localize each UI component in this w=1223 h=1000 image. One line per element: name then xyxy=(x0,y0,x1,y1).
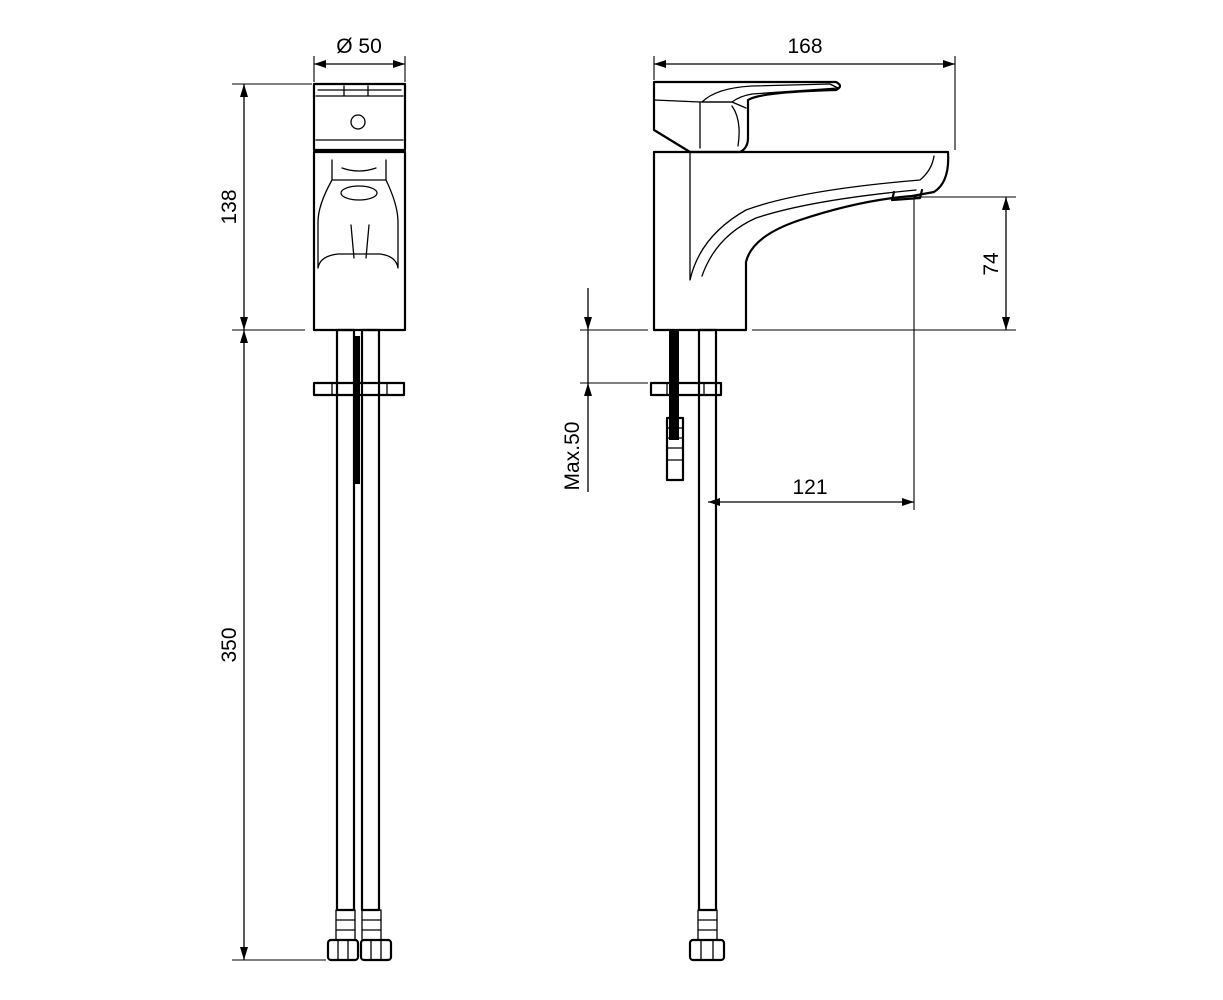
threaded-rod xyxy=(669,330,679,440)
side-view xyxy=(649,80,950,962)
dim-height-hoses: 350 xyxy=(218,627,241,662)
side-hose-nut xyxy=(688,938,726,962)
dim-max-counter: Max.50 xyxy=(561,422,584,491)
front-body xyxy=(312,150,407,332)
front-hose-nut-right xyxy=(359,938,393,962)
side-hose xyxy=(697,328,718,912)
front-hose-nut-left xyxy=(326,938,360,962)
side-body xyxy=(652,150,950,332)
dim-spout-height: 74 xyxy=(980,252,1003,276)
front-hose-right xyxy=(360,328,381,912)
indicator-dot xyxy=(350,114,366,130)
front-dimensions: Ø 50 138 350 xyxy=(218,35,406,961)
dim-width-total: 168 xyxy=(787,35,822,58)
front-spout-shape xyxy=(317,159,399,269)
front-lever-block xyxy=(312,82,407,152)
front-hose-left xyxy=(335,328,356,912)
dim-spout-reach: 121 xyxy=(792,476,827,499)
side-dimensions: 168 74 Max.50 121 xyxy=(561,35,1016,510)
dim-height-body: 138 xyxy=(218,189,241,224)
side-lever xyxy=(652,80,842,154)
front-view xyxy=(312,82,407,962)
dim-diameter: Ø 50 xyxy=(336,35,382,58)
side-nut-plate xyxy=(649,381,723,397)
